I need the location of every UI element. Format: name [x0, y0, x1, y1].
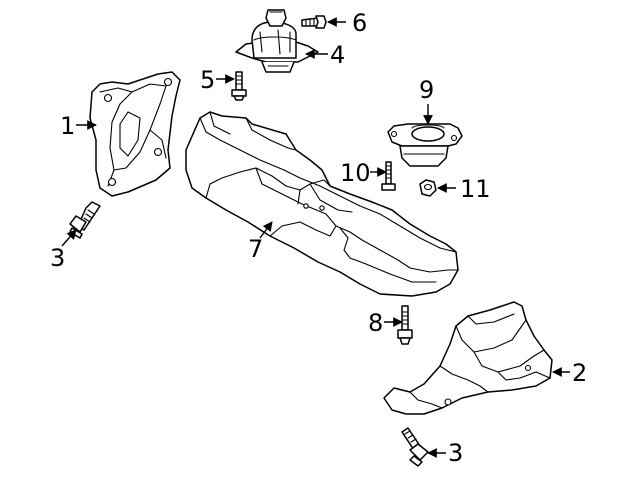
- bolt-5[interactable]: [231, 71, 247, 101]
- bolt-3-lower[interactable]: [401, 427, 429, 467]
- callout-9: 9: [419, 76, 434, 104]
- leader-7: [259, 221, 273, 239]
- engine-mount-upper[interactable]: [235, 9, 319, 73]
- callout-2: 2: [572, 359, 587, 387]
- callout-10: 10: [340, 159, 371, 187]
- leader-3a: [61, 229, 77, 247]
- right-mount-bracket[interactable]: [383, 301, 553, 415]
- transmission-mount[interactable]: [387, 123, 463, 167]
- left-mount-bracket[interactable]: [89, 71, 181, 197]
- callout-4: 4: [330, 41, 345, 69]
- callout-7: 7: [248, 235, 263, 263]
- nut-11[interactable]: [419, 179, 437, 197]
- callout-5: 5: [200, 66, 215, 94]
- callout-1: 1: [60, 112, 75, 140]
- bolt-10[interactable]: [381, 161, 396, 191]
- callout-3-lower: 3: [448, 439, 463, 467]
- bolt-6[interactable]: [301, 15, 327, 29]
- bolt-3-upper[interactable]: [69, 201, 101, 239]
- callout-8: 8: [368, 309, 383, 337]
- crossmember[interactable]: [185, 111, 459, 297]
- callout-3-upper: 3: [50, 244, 65, 272]
- callout-11: 11: [460, 175, 491, 203]
- callout-6: 6: [352, 9, 367, 37]
- bolt-8[interactable]: [397, 305, 413, 345]
